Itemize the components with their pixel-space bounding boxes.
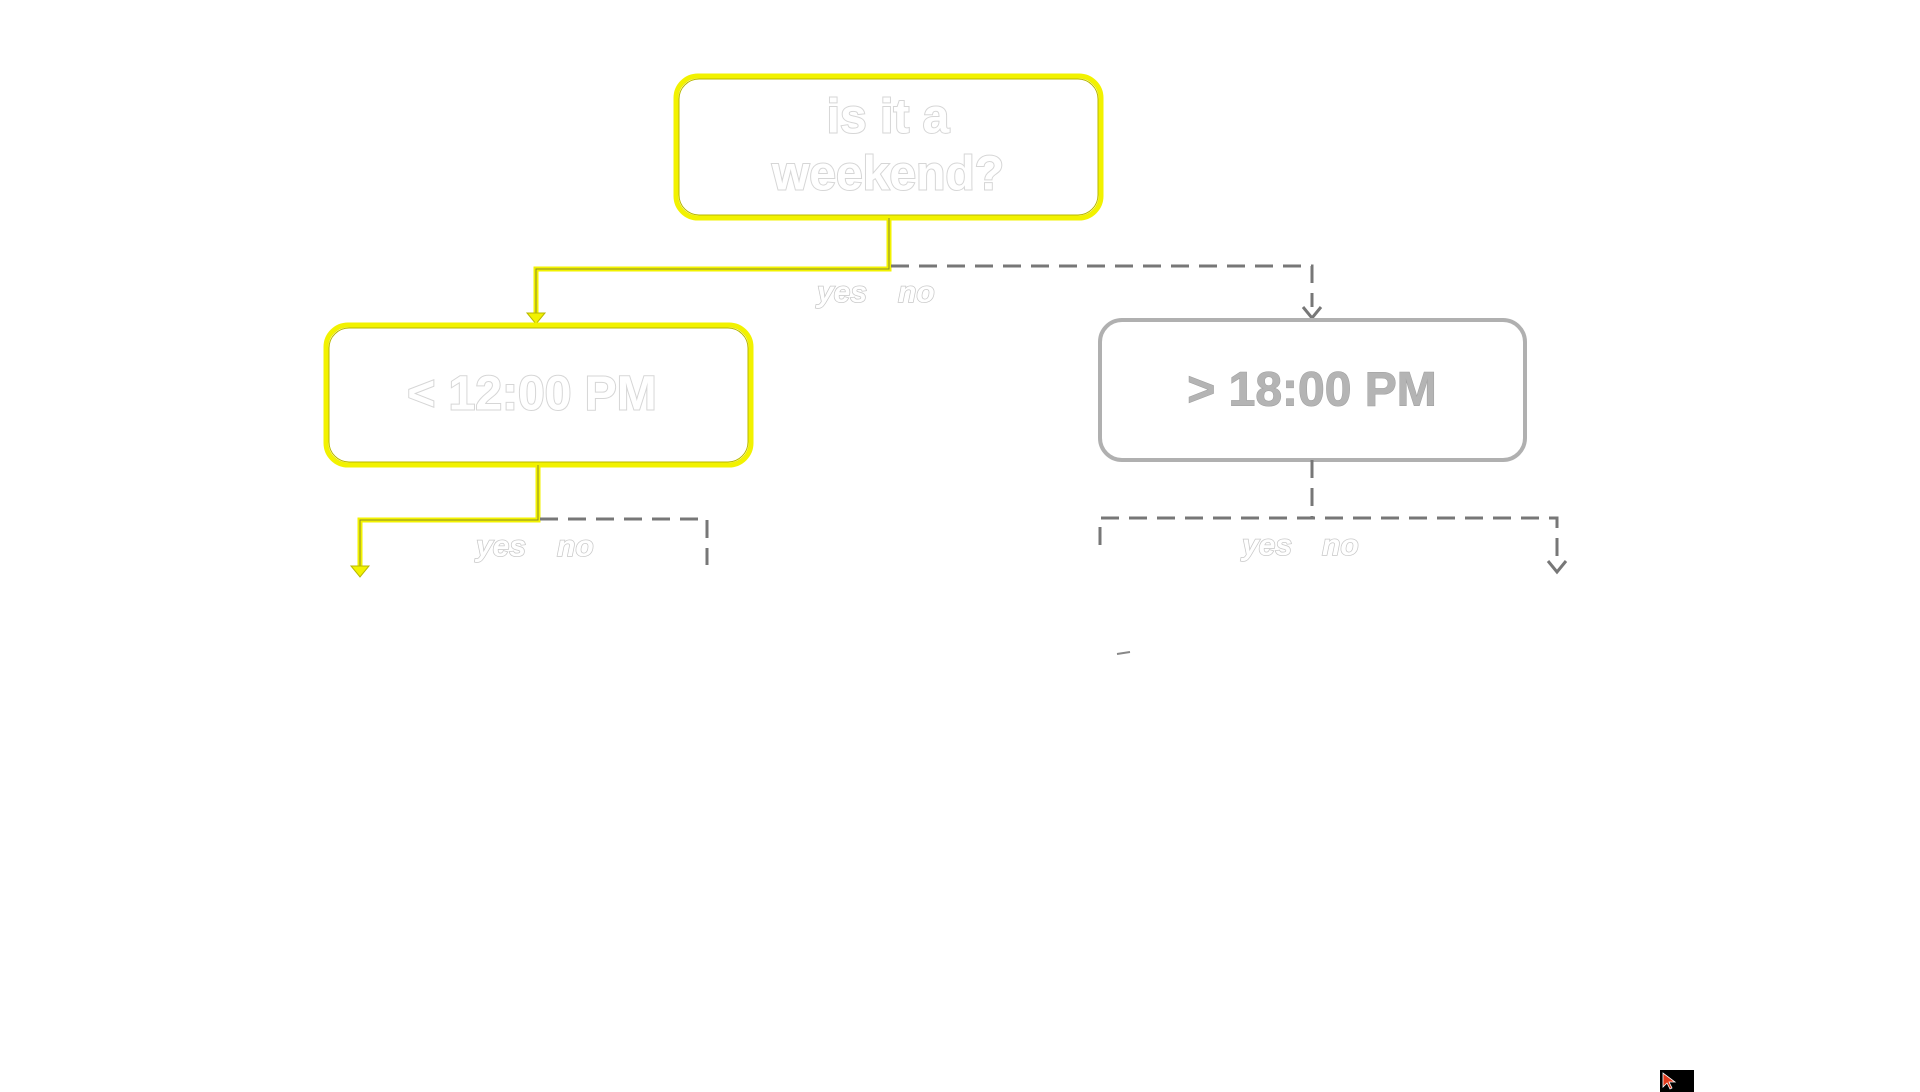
right-no-label: no (1322, 529, 1359, 562)
root-no-edge (891, 264, 1323, 321)
right-yes-label: yes (1240, 529, 1292, 562)
root-yes-edge (525, 218, 892, 325)
root-yes-line-core (535, 218, 890, 315)
left-node[interactable]: < 12:00 PM (323, 322, 754, 468)
left-yes-line-core (359, 465, 539, 568)
right-node[interactable]: > 18:00 PM (1098, 318, 1527, 462)
cursor-indicator (1660, 1070, 1694, 1092)
pointer-arrow-icon (1662, 1072, 1677, 1090)
root-node[interactable]: is it a weekend? (673, 73, 1104, 221)
root-node-line-1: is it a (827, 91, 950, 144)
root-node-box-outline (678, 78, 1099, 216)
left-yes-edge (349, 465, 541, 578)
right-no-arrow-icon (1546, 560, 1568, 575)
left-no-label: no (557, 530, 594, 563)
stray-mark (1116, 651, 1131, 655)
left-yes-label: yes (474, 530, 526, 563)
right-branch-line (1098, 516, 1559, 565)
left-no-edge (540, 517, 709, 565)
root-no-arrow-icon (1301, 306, 1323, 321)
left-yes-arrow-icon (349, 565, 371, 578)
left-node-box-outline (328, 327, 749, 463)
right-node-label: > 18:00 PM (1187, 364, 1436, 417)
right-edges (1098, 460, 1568, 575)
root-yes-arrow-icon (525, 312, 547, 325)
root-node-line-2: weekend? (771, 148, 1004, 201)
root-yes-label: yes (815, 276, 867, 309)
root-no-line (891, 264, 1314, 312)
left-node-label: < 12:00 PM (407, 368, 656, 421)
left-no-line (540, 517, 709, 565)
root-no-label: no (898, 276, 935, 309)
